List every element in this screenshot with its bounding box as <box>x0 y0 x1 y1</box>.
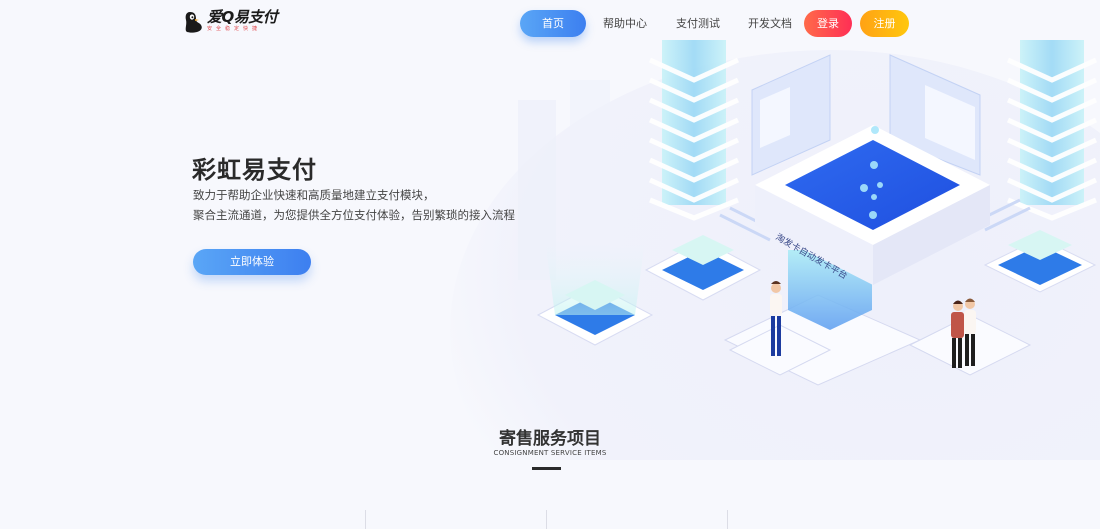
try-now-button[interactable]: 立即体验 <box>193 249 311 275</box>
card-divider <box>365 510 366 529</box>
register-button[interactable]: 注册 <box>860 10 909 37</box>
server-platform-illustration-icon <box>518 40 1098 386</box>
logo-title: 爱Q易支付 <box>207 8 278 26</box>
person-right-pair <box>951 298 976 368</box>
nav-help-center-link[interactable]: 帮助中心 <box>603 17 647 30</box>
person-left <box>770 281 782 356</box>
login-button[interactable]: 登录 <box>804 10 852 37</box>
card-divider <box>546 510 547 529</box>
penguin-logo-icon <box>185 11 203 33</box>
logo[interactable]: 爱Q易支付 安全稳定快捷 <box>185 9 280 35</box>
hero-illustration: 淘发卡自动发卡平台 <box>440 40 1100 460</box>
nav-payment-test-link[interactable]: 支付测试 <box>676 17 720 30</box>
nav-dev-docs-link[interactable]: 开发文档 <box>748 17 792 30</box>
hero-description-line1: 致力于帮助企业快速和高质量地建立支付模块， <box>193 188 435 202</box>
card-divider <box>727 510 728 529</box>
header: 爱Q易支付 安全稳定快捷 首页 帮助中心 支付测试 开发文档 登录 注册 <box>0 0 1100 48</box>
hero-title: 彩虹易支付 <box>192 156 317 184</box>
section-underline <box>532 467 561 470</box>
logo-subtitle: 安全稳定快捷 <box>207 26 262 32</box>
hero-description-line2: 聚合主流通道，为您提供全方位支付体验，告别繁琐的接入流程 <box>193 208 515 222</box>
nav-home-button[interactable]: 首页 <box>520 10 586 37</box>
section-title: 寄售服务项目 <box>499 429 601 449</box>
section-subtitle: CONSIGNMENT SERVICE ITEMS <box>493 449 607 457</box>
